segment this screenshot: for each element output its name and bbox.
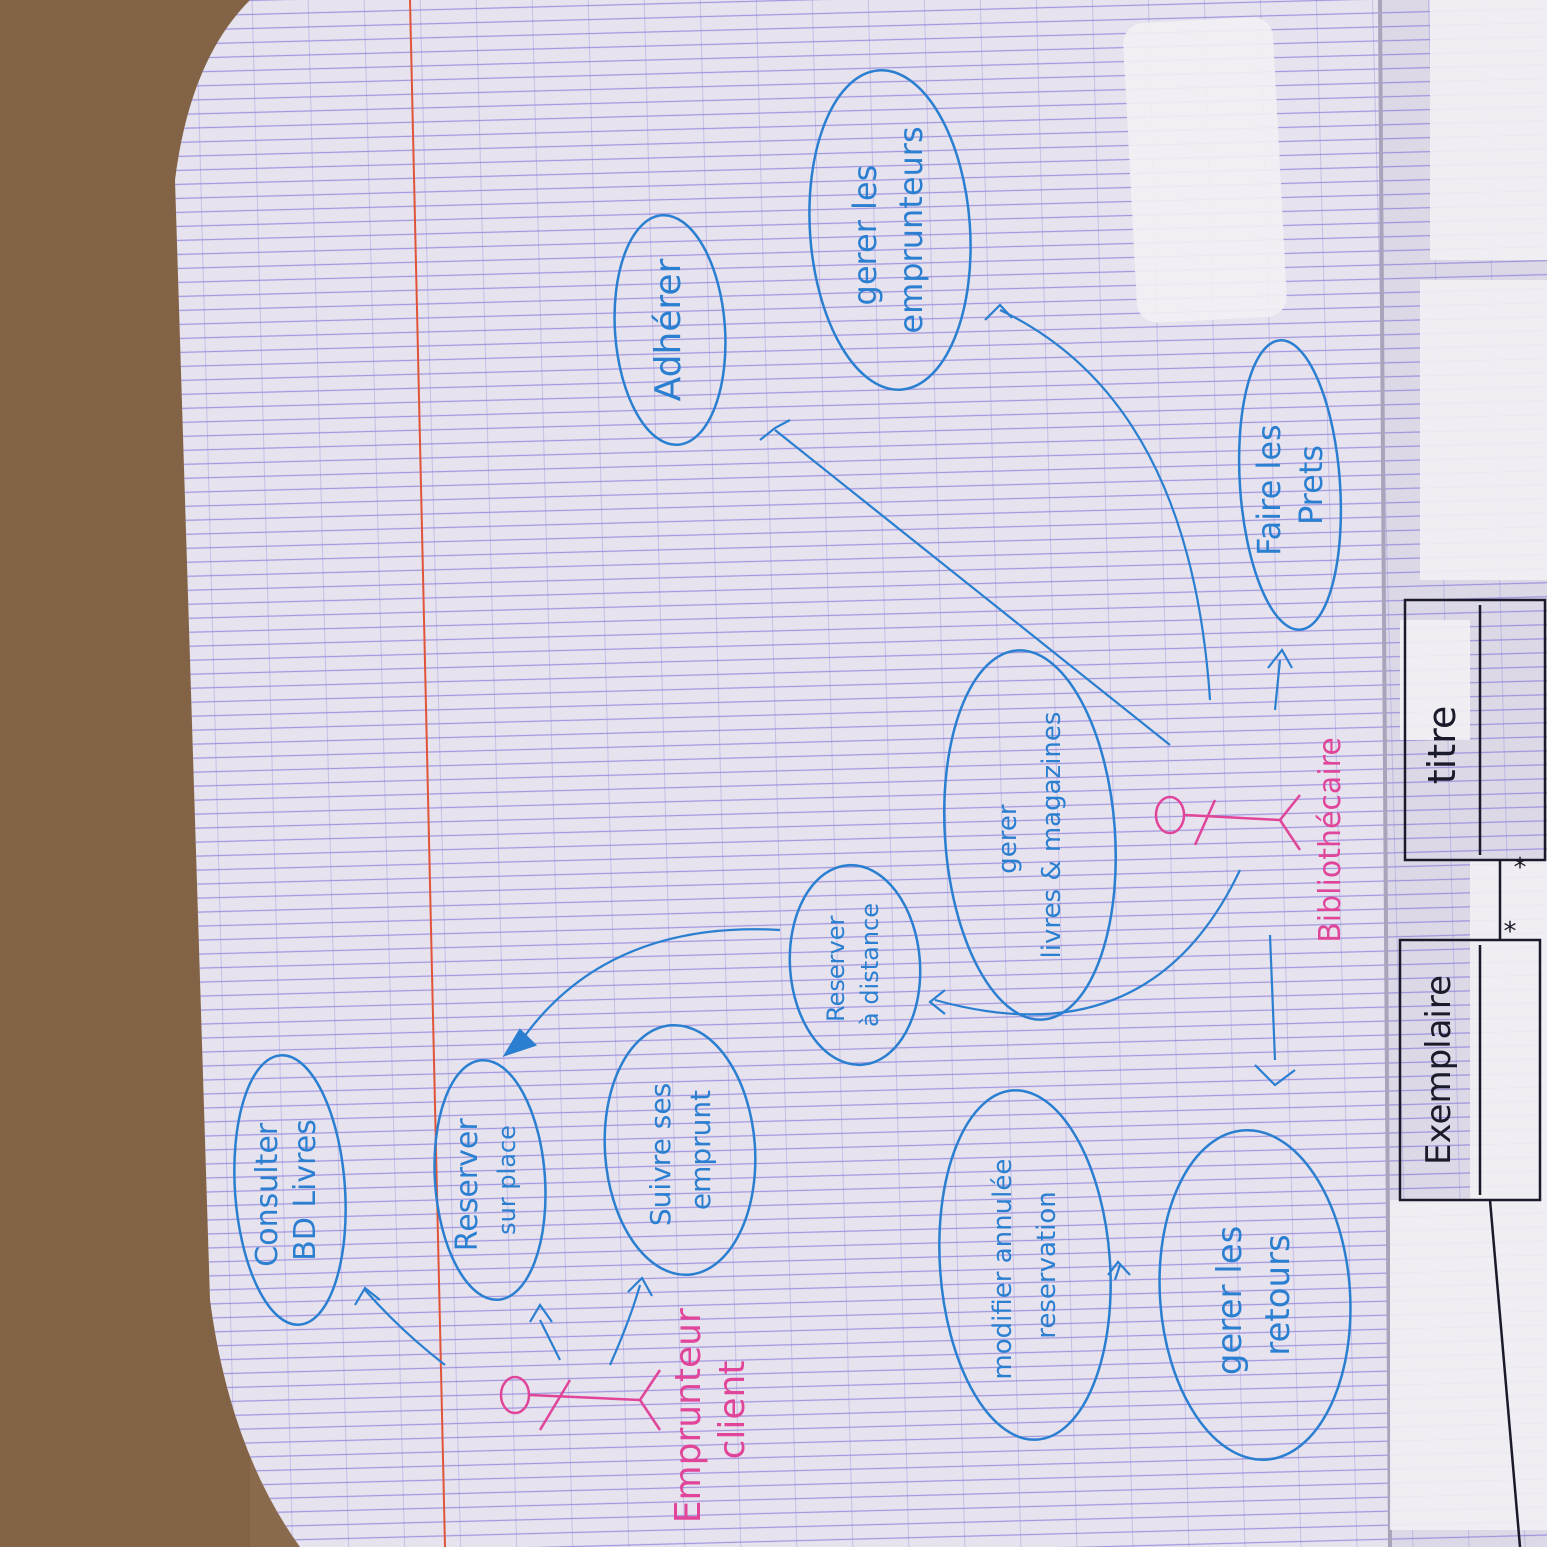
assoc-reserver-distance-place [514,928,781,1051]
uc-adherer-ellipse [613,213,727,447]
assoc-faire-prets [1273,659,1282,711]
tape-patches [1123,0,1547,1530]
uc-gerer-retours-label: gerer les retours [1210,1215,1298,1375]
actor-emprunteur-head [499,1375,531,1415]
tape-patch [1123,17,1287,323]
tape-patch [1390,1200,1547,1530]
actor-emprunteur-body [529,1393,641,1402]
uc-reserver-place-ellipse [433,1058,547,1302]
assoc-consulter [364,1289,446,1366]
actor-bibliothecaire-arms [1193,799,1217,846]
assoc-gerer-emprunteurs [999,309,1212,701]
uc-faire-prets-label: Faire les Prets [1250,414,1330,556]
arrowhead [1107,1260,1131,1276]
uc-reserver-place-label: Reserver sur place [450,1109,521,1251]
margin-line [409,0,446,1547]
arrowhead [928,989,946,1015]
uc-reserver-distance-ellipse [788,863,922,1067]
tape-patch [1400,620,1470,740]
uc-consulter-ellipse [233,1054,347,1326]
actor-labels: Emprunteur client Bibliothécaire [668,737,1348,1523]
uc-gerer-livres-ellipse [942,649,1118,1021]
assoc-gerer-retours-a [1268,934,1277,1061]
class-labels: Exemplaire titre * * [1419,706,1527,1165]
class-titre-title: titre [1420,706,1464,785]
multiplicity-label: * [1504,917,1517,947]
arrowhead [759,419,791,441]
uc-gerer-retours-ellipse [1158,1129,1352,1461]
assoc-modifier [1113,1264,1122,1281]
actor-bibliothecaire-figure [1154,794,1302,851]
binding-fold [1378,0,1392,1547]
assoc-suivre [608,1284,642,1366]
uc-gerer-emprunteurs-label: gerer les emprunteurs [846,126,930,333]
uc-gerer-emprunteurs-ellipse [808,69,972,391]
uc-modifier-ellipse [938,1089,1112,1441]
actor-bibliothecaire-leg [1279,794,1301,821]
uc-modifier-label: modifier annulée reservation [988,1150,1062,1379]
uc-consulter-label: Consulter BD Livres [250,1113,323,1266]
uc-gerer-livres-label: gerer livres & magazines [993,712,1067,959]
uc-adherer-label: Adhérer [648,258,689,401]
multiplicity-label: * [1514,853,1527,883]
class-exemplaire-title: Exemplaire [1419,975,1459,1165]
actor-bibliothecaire-body [1184,813,1281,822]
use-case-labels: Consulter BD Livres Reserver sur place S… [250,126,1330,1379]
grid-columns [175,0,1547,1547]
actor-bibliothecaire-label: Bibliothécaire [1313,737,1348,943]
class-extension-line [1488,1199,1522,1547]
arrowhead [984,303,1013,321]
arrowhead [1254,1064,1296,1087]
tape-patch [1430,0,1547,260]
actor-bibliothecaire-head [1154,795,1186,835]
class-titre-box [1403,598,1547,862]
tape-patch [1420,280,1547,580]
actor-emprunteur-label: Emprunteur client [668,1297,753,1523]
arrowhead [1267,648,1293,669]
uc-suivre-label: Suivre ses emprunt [644,1074,717,1226]
arrowhead [529,1302,553,1323]
actor-emprunteur-leg [638,1399,662,1431]
uc-faire-prets-ellipse [1237,339,1343,631]
actor-emprunteur-arms [538,1379,572,1431]
assoc-gerer-livres [934,869,1241,1016]
actor-emprunteur-leg [638,1369,662,1401]
class-diagram [1398,598,1547,1547]
arrowhead [627,1276,653,1297]
arrowhead-filled [502,1028,538,1057]
class-exemplaire-box [1398,938,1542,1202]
actor-bibliothecaire-leg [1278,819,1302,851]
assoc-adherer [774,429,1171,746]
assoc-reserver-place [539,1319,561,1361]
use-case-shapes [233,69,1352,1461]
uc-suivre-ellipse [603,1023,757,1277]
association-lines [354,303,1296,1366]
uc-reserver-distance-label: Reserver à distance [822,903,884,1027]
actor-emprunteur-figure [499,1369,662,1431]
arrowhead [354,1286,381,1306]
